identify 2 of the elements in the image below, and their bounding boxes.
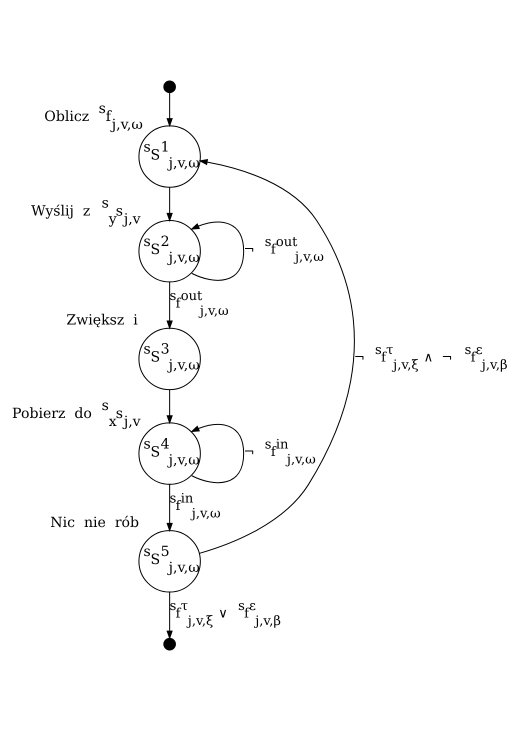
node-label: Nic nie rób (50, 514, 140, 531)
node-label: Zwiększ i (66, 312, 138, 328)
